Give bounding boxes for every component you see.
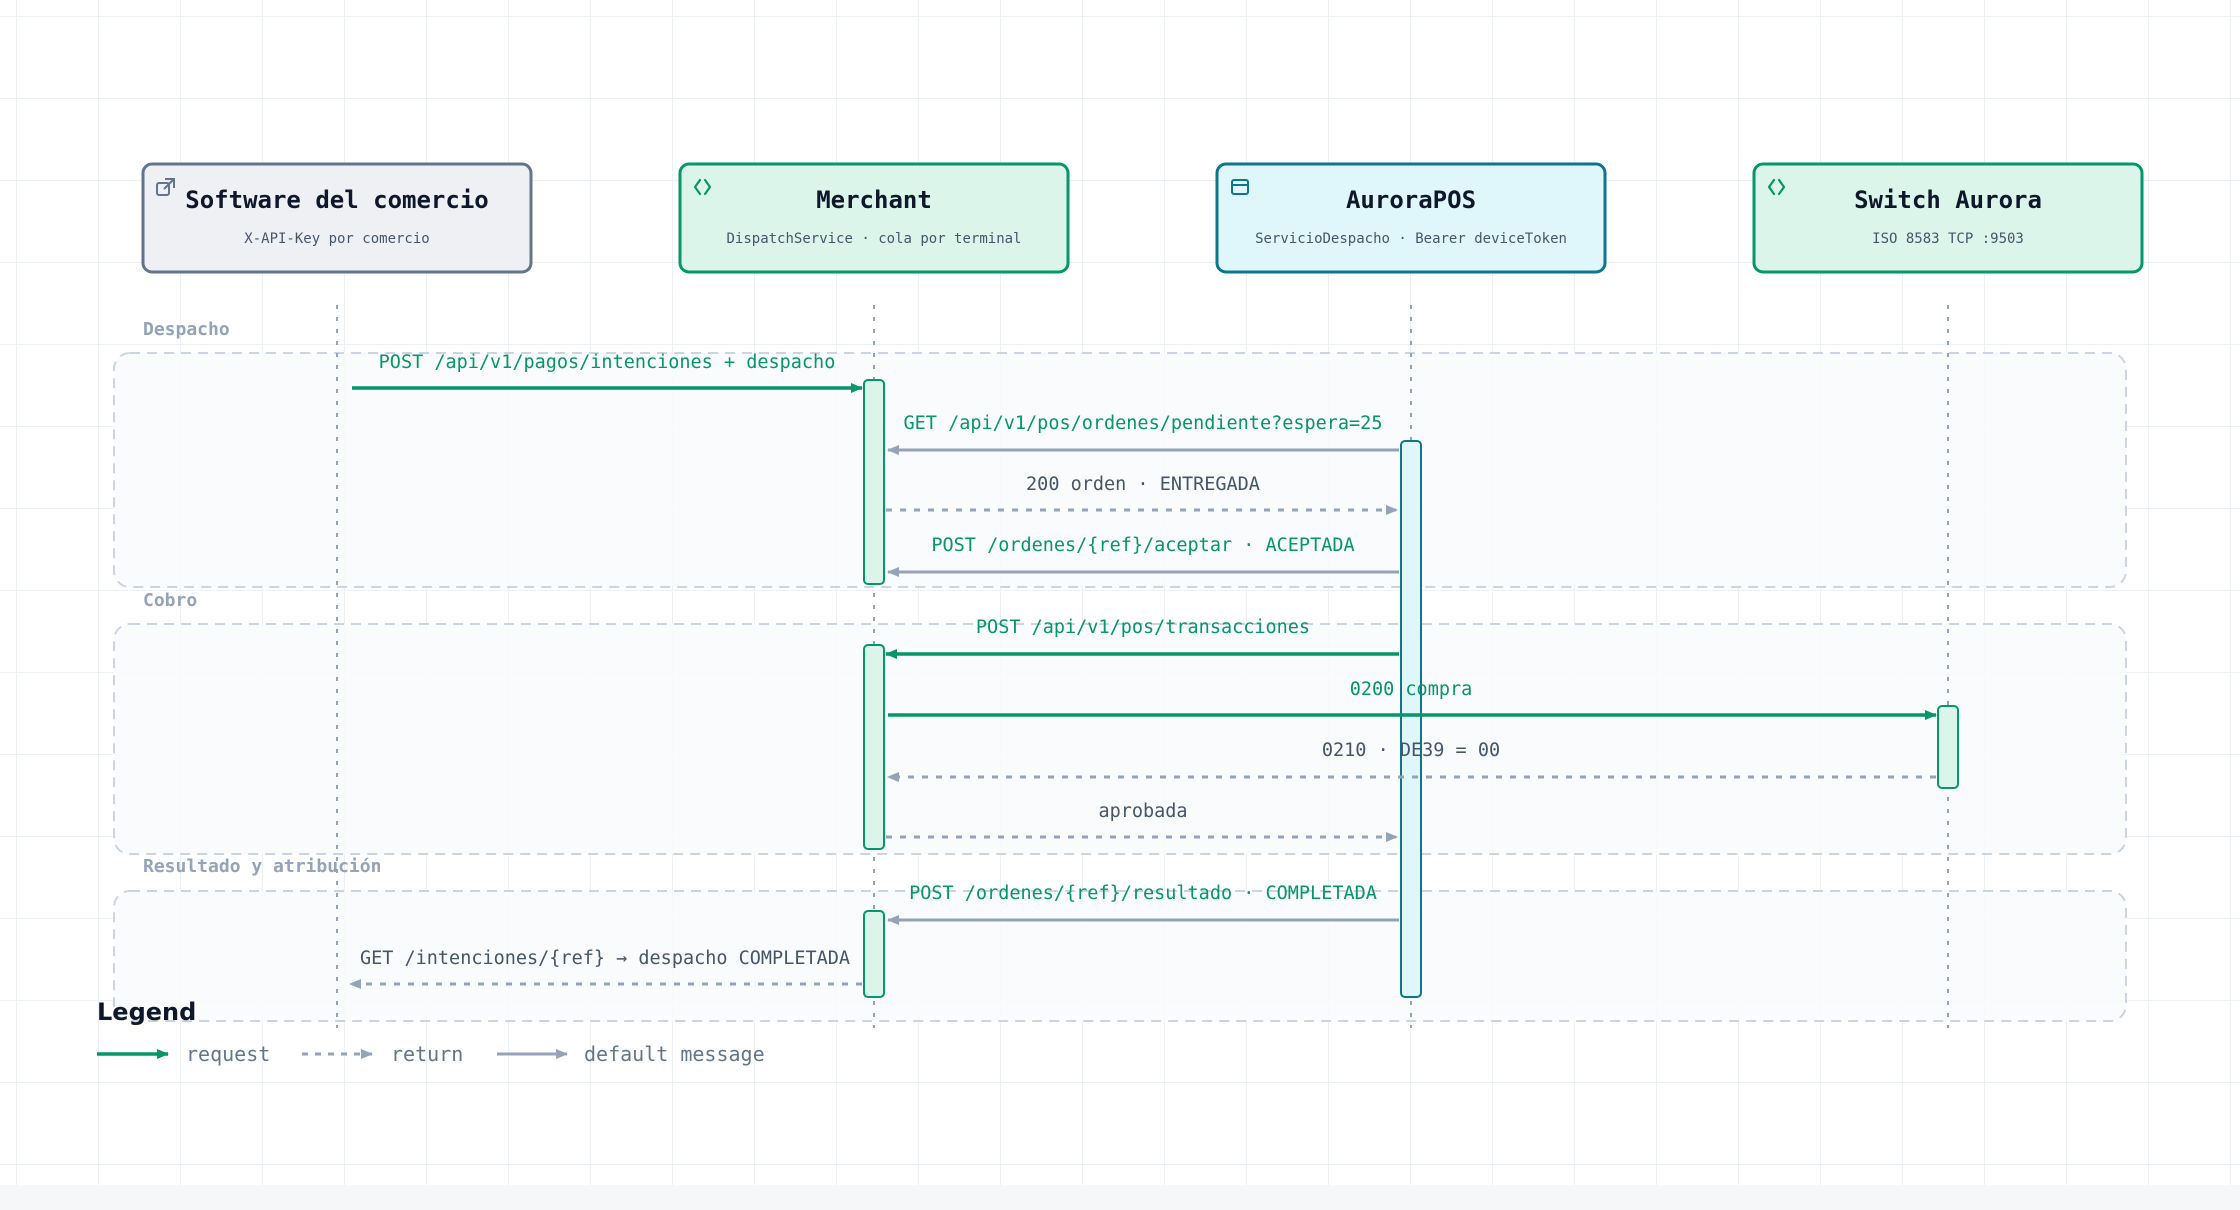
legend-item-default: default message xyxy=(497,1042,765,1066)
activation-bar-merchant xyxy=(863,644,885,850)
message-label: POST /api/v1/pos/transacciones xyxy=(976,617,1310,638)
activation-bar-switch xyxy=(1937,705,1959,789)
message: POST /ordenes/{ref}/resultado · COMPLETA… xyxy=(887,883,1399,925)
legend-item-request: request xyxy=(97,1042,270,1066)
legend-label: default message xyxy=(584,1042,765,1066)
message-label: POST /ordenes/{ref}/aceptar · ACEPTADA xyxy=(931,535,1354,556)
message: 0210 · DE39 = 00 xyxy=(887,740,1936,782)
participant-merchant[interactable]: Merchant DispatchService · cola por term… xyxy=(678,162,1070,274)
footer-strip xyxy=(0,1185,2240,1210)
legend-item-return: return xyxy=(302,1042,463,1066)
fragment-resultado: Resultado y atribución xyxy=(113,856,2127,1022)
message: POST /api/v1/pos/transacciones xyxy=(885,617,1399,659)
participant-subtitle: ISO 8583 TCP :9503 xyxy=(1872,231,2024,247)
external-link-icon xyxy=(156,178,175,196)
participant-title: Software del comercio xyxy=(185,186,488,214)
message-label: 200 orden · ENTREGADA xyxy=(1026,474,1260,495)
participant-switch[interactable]: Switch Aurora ISO 8583 TCP :9503 xyxy=(1752,162,2144,274)
message: 200 orden · ENTREGADA xyxy=(886,474,1398,515)
legend-title: Legend xyxy=(97,998,196,1026)
participant-title: Switch Aurora xyxy=(1854,186,2042,214)
message: 0200 compra xyxy=(888,679,1937,720)
participant-title: AuroraPOS xyxy=(1346,186,1476,214)
message-label: POST /ordenes/{ref}/resultado · COMPLETA… xyxy=(909,883,1377,904)
legend-label: request xyxy=(186,1042,270,1066)
message: aprobada xyxy=(886,801,1398,842)
message: GET /api/v1/pos/ordenes/pendiente?espera… xyxy=(887,413,1399,455)
message-label: GET /intenciones/{ref} → despacho COMPLE… xyxy=(360,948,850,969)
fragment-label: Despacho xyxy=(143,319,230,340)
code-icon xyxy=(1767,178,1786,196)
message: GET /intenciones/{ref} → despacho COMPLE… xyxy=(349,948,862,989)
activation-bar-merchant xyxy=(863,910,885,998)
message: POST /ordenes/{ref}/aceptar · ACEPTADA xyxy=(887,535,1399,577)
fragment-label: Cobro xyxy=(143,590,197,611)
fragment-cobro: Cobro xyxy=(113,590,2127,855)
message: POST /api/v1/pagos/intenciones + despach… xyxy=(352,352,863,393)
participant-software[interactable]: Software del comercio X-API-Key por come… xyxy=(141,162,533,274)
participant-aurorapos[interactable]: AuroraPOS ServicioDespacho · Bearer devi… xyxy=(1215,162,1607,274)
code-icon xyxy=(693,178,712,196)
browser-window-icon xyxy=(1231,179,1249,195)
participant-subtitle: DispatchService · cola por terminal xyxy=(726,231,1021,247)
fragment-despacho: Despacho xyxy=(113,319,2127,588)
message-label: POST /api/v1/pagos/intenciones + despach… xyxy=(379,352,836,373)
participant-subtitle: ServicioDespacho · Bearer deviceToken xyxy=(1255,231,1567,247)
message-label: aprobada xyxy=(1098,801,1187,822)
fragment-label: Resultado y atribución xyxy=(143,856,381,877)
message-label: 0210 · DE39 = 00 xyxy=(1322,740,1500,761)
message-label: 0200 compra xyxy=(1350,679,1473,700)
participant-title: Merchant xyxy=(816,186,932,214)
legend-label: return xyxy=(391,1042,463,1066)
activation-bar-aurorapos xyxy=(1400,440,1422,998)
activation-bar-merchant xyxy=(863,379,885,585)
sequence-diagram: Despacho Cobro Resultado y atribución PO… xyxy=(97,162,2144,1066)
legend: Legend request return default message xyxy=(97,998,765,1066)
participant-subtitle: X-API-Key por comercio xyxy=(244,231,429,247)
message-label: GET /api/v1/pos/ordenes/pendiente?espera… xyxy=(904,413,1383,434)
